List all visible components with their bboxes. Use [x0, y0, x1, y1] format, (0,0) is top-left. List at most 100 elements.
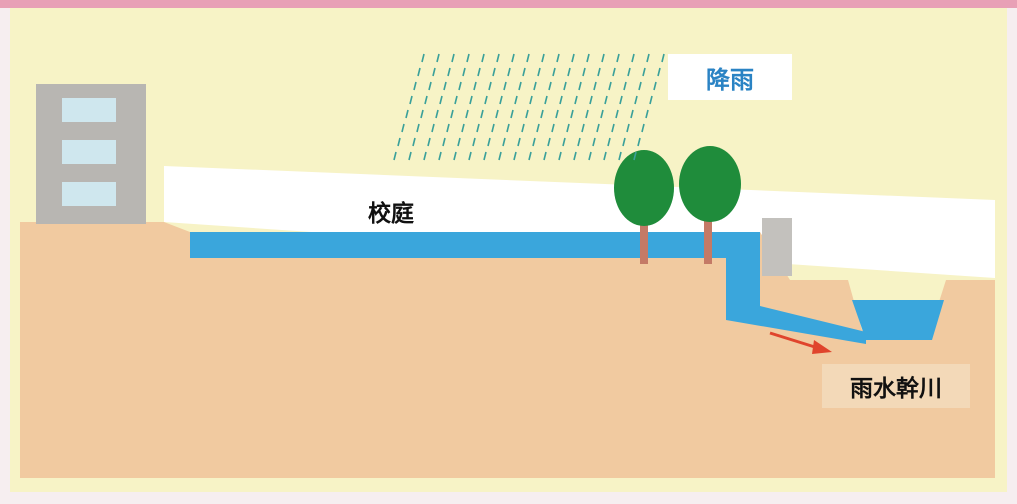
raindrop — [611, 123, 615, 133]
raindrop — [446, 123, 450, 133]
raindrop — [607, 137, 611, 147]
raindrop — [503, 81, 507, 91]
raindrop — [432, 67, 436, 77]
raindrop — [533, 81, 537, 91]
raindrop — [521, 123, 525, 133]
raindrop — [563, 81, 567, 91]
raindrop — [436, 53, 440, 63]
tree-icon — [679, 146, 741, 264]
rain-icon — [393, 53, 665, 161]
raindrop — [567, 67, 571, 77]
raindrop — [413, 81, 417, 91]
raindrop — [431, 123, 435, 133]
raindrop — [600, 109, 604, 119]
raindrop — [630, 109, 634, 119]
raindrop — [616, 53, 620, 63]
raindrop — [468, 151, 472, 161]
raindrop — [420, 109, 424, 119]
raindrop — [522, 67, 526, 77]
raindrop — [510, 109, 514, 119]
raindrop — [562, 137, 566, 147]
raindrop — [528, 151, 532, 161]
raindrop — [661, 53, 665, 63]
raindrop — [570, 109, 574, 119]
raindrop — [548, 81, 552, 91]
raindrop — [532, 137, 536, 147]
raindrop — [555, 109, 559, 119]
schoolyard-label: 校庭 — [368, 201, 414, 227]
raindrop — [502, 137, 506, 147]
raindrop — [421, 53, 425, 63]
raindrop — [597, 67, 601, 77]
raindrop — [581, 123, 585, 133]
raindrop — [408, 151, 412, 161]
raindrop — [461, 123, 465, 133]
raindrop — [513, 151, 517, 161]
raindrop — [627, 67, 631, 77]
raindrop — [442, 137, 446, 147]
raindrop — [582, 67, 586, 77]
raindrop — [537, 67, 541, 77]
raindrop — [466, 53, 470, 63]
raindrop — [608, 81, 612, 91]
raindrop — [657, 67, 661, 77]
raindrop — [586, 53, 590, 63]
raindrop — [409, 95, 413, 105]
raindrop — [393, 151, 397, 161]
raindrop — [540, 109, 544, 119]
raindrop — [585, 109, 589, 119]
raindrop — [622, 137, 626, 147]
raindrop — [588, 151, 592, 161]
raindrop — [473, 81, 477, 91]
raindrop — [619, 95, 623, 105]
raindrop — [559, 95, 563, 105]
raindrop — [649, 95, 653, 105]
raindrop — [566, 123, 570, 133]
raindrop — [514, 95, 518, 105]
raindrop — [646, 53, 650, 63]
raindrop — [577, 137, 581, 147]
river-label: 雨水幹川 — [822, 364, 970, 408]
raindrop — [488, 81, 492, 91]
raindrop — [589, 95, 593, 105]
raindrop — [484, 95, 488, 105]
raindrop — [526, 53, 530, 63]
retention-water — [190, 232, 750, 258]
raindrop — [496, 53, 500, 63]
raindrop — [631, 53, 635, 63]
raindrop — [604, 95, 608, 105]
raindrop — [487, 137, 491, 147]
raindrop — [618, 151, 622, 161]
raindrop — [492, 67, 496, 77]
rain-label: 降雨 — [668, 54, 792, 100]
raindrop — [423, 151, 427, 161]
raindrop — [601, 53, 605, 63]
raindrop — [574, 95, 578, 105]
raindrop — [451, 53, 455, 63]
raindrop — [593, 81, 597, 91]
raindrop — [424, 95, 428, 105]
raindrop — [450, 109, 454, 119]
raindrop — [517, 137, 521, 147]
raindrop — [571, 53, 575, 63]
flow-arrow-icon — [769, 331, 832, 354]
raindrop — [573, 151, 577, 161]
raindrop — [453, 151, 457, 161]
raindrop — [645, 109, 649, 119]
raindrop — [417, 67, 421, 77]
raindrop — [653, 81, 657, 91]
raindrop — [536, 123, 540, 133]
raindrop — [454, 95, 458, 105]
raindrop — [623, 81, 627, 91]
raindrop — [612, 67, 616, 77]
tree-icon — [614, 150, 674, 264]
raindrop — [476, 123, 480, 133]
raindrop — [547, 137, 551, 147]
raindrop — [518, 81, 522, 91]
raindrop — [642, 67, 646, 77]
raindrop — [615, 109, 619, 119]
raindrop — [428, 81, 432, 91]
raindrop — [427, 137, 431, 147]
raindrop — [507, 67, 511, 77]
